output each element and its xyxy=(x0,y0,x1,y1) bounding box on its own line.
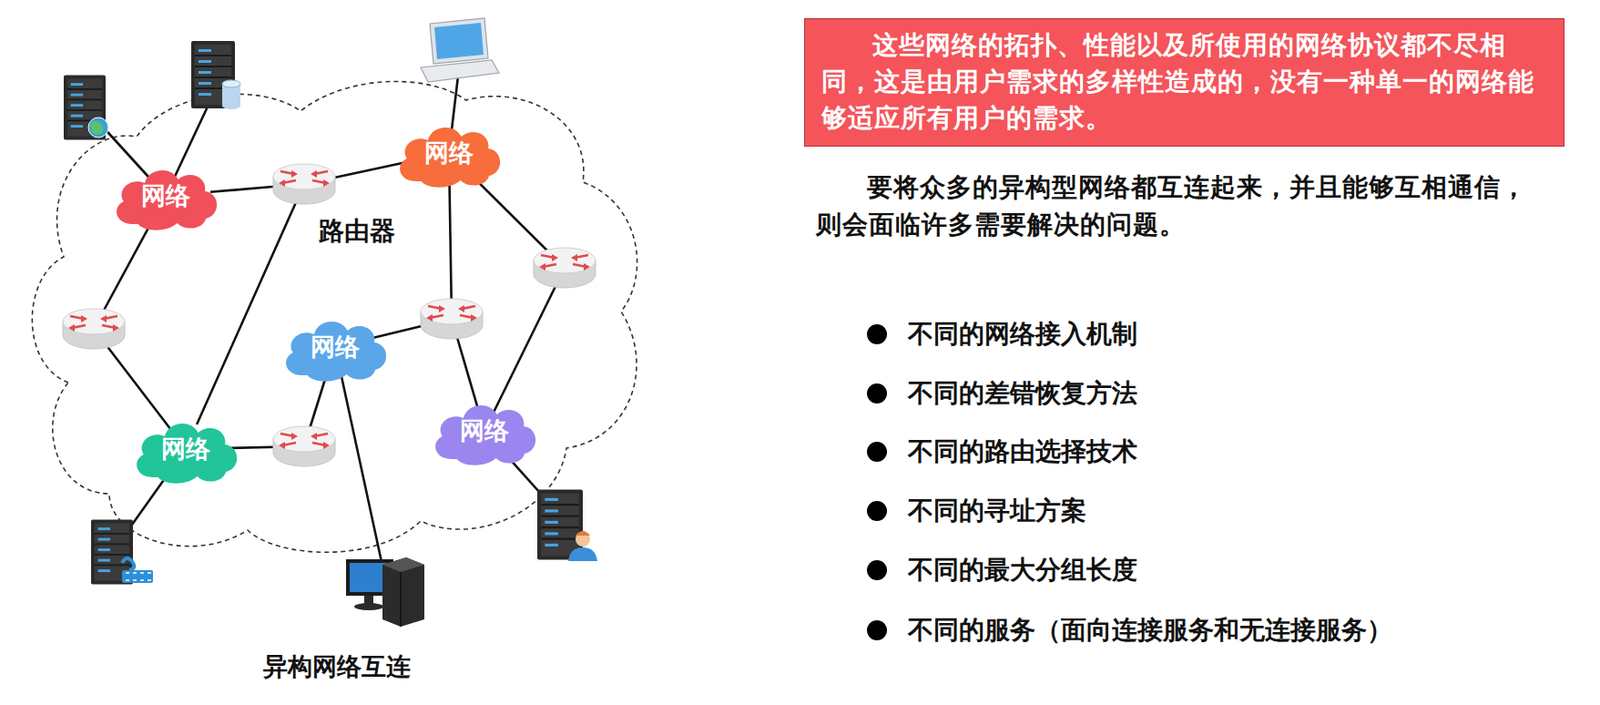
cloud-outline xyxy=(136,423,237,484)
cloud-outline xyxy=(435,405,536,466)
router-icon xyxy=(420,298,483,339)
bullet-item: 不同的寻址方案 xyxy=(907,493,1087,529)
router-label: 路由器 xyxy=(318,214,396,249)
router-node: 路由器 xyxy=(271,161,337,207)
network-cloud: 网络 xyxy=(108,158,224,234)
router-shape xyxy=(271,161,337,207)
network-label: 网络 xyxy=(459,414,510,448)
bullet-dot xyxy=(866,560,887,581)
bullet-dot xyxy=(866,500,887,521)
bullet-item: 不同的差错恢复方法 xyxy=(907,376,1138,411)
network-link xyxy=(196,203,296,425)
bullet-dot xyxy=(866,324,887,345)
network-link xyxy=(210,186,276,193)
network-cloud: 网络 xyxy=(128,411,244,487)
network-cloud: 网络 xyxy=(391,115,507,191)
note-text: 这些网络的拓扑、性能以及所使用的网络协议都不尽相同，这是由用户需求的多样性造成的… xyxy=(821,27,1548,136)
router-icon xyxy=(62,308,125,349)
network-label: 网络 xyxy=(161,432,211,466)
bullet-dot xyxy=(866,620,887,641)
network-label: 网络 xyxy=(141,179,191,213)
network-cloud: 网络 xyxy=(427,393,542,469)
bullet-item: 不同的服务（面向连接服务和无连接服务） xyxy=(907,612,1393,648)
link-line xyxy=(484,267,565,431)
user-server-icon xyxy=(537,489,598,561)
router-icon xyxy=(533,247,596,288)
database-server-icon xyxy=(191,40,241,110)
intro-paragraph: 要将众多的异构型网络都互连起来，并且能够互相通信，则会面临许多需要解决的问题。 xyxy=(815,169,1545,244)
router-icon xyxy=(273,163,336,204)
bullet-dot xyxy=(866,383,887,404)
laptop-icon xyxy=(420,18,500,82)
figure-caption: 异构网络互连 xyxy=(263,650,411,683)
network-label: 网络 xyxy=(310,330,360,364)
router-icon xyxy=(273,426,336,467)
cloud-outline xyxy=(399,127,500,188)
network-cloud: 网络 xyxy=(277,309,393,385)
network-link xyxy=(333,162,405,178)
bullet-dots xyxy=(866,324,887,641)
network-links xyxy=(91,68,565,583)
note-box: 这些网络的拓扑、性能以及所使用的网络协议都不尽相同，这是由用户需求的多样性造成的… xyxy=(804,18,1565,147)
bullet-item: 不同的最大分组长度 xyxy=(907,552,1138,588)
bullet-item: 不同的路由选择技术 xyxy=(907,434,1138,469)
network-label: 网络 xyxy=(424,136,474,170)
bullet-dot xyxy=(866,441,887,462)
cloud-outline xyxy=(116,170,217,231)
desktop-pc-icon xyxy=(346,557,425,627)
cloud-outline xyxy=(285,321,387,382)
bullet-item: 不同的网络接入机制 xyxy=(907,316,1138,352)
media-server-icon xyxy=(91,519,153,585)
web-server-icon xyxy=(63,75,109,141)
internet-outline xyxy=(31,81,637,552)
link-line xyxy=(335,346,387,583)
